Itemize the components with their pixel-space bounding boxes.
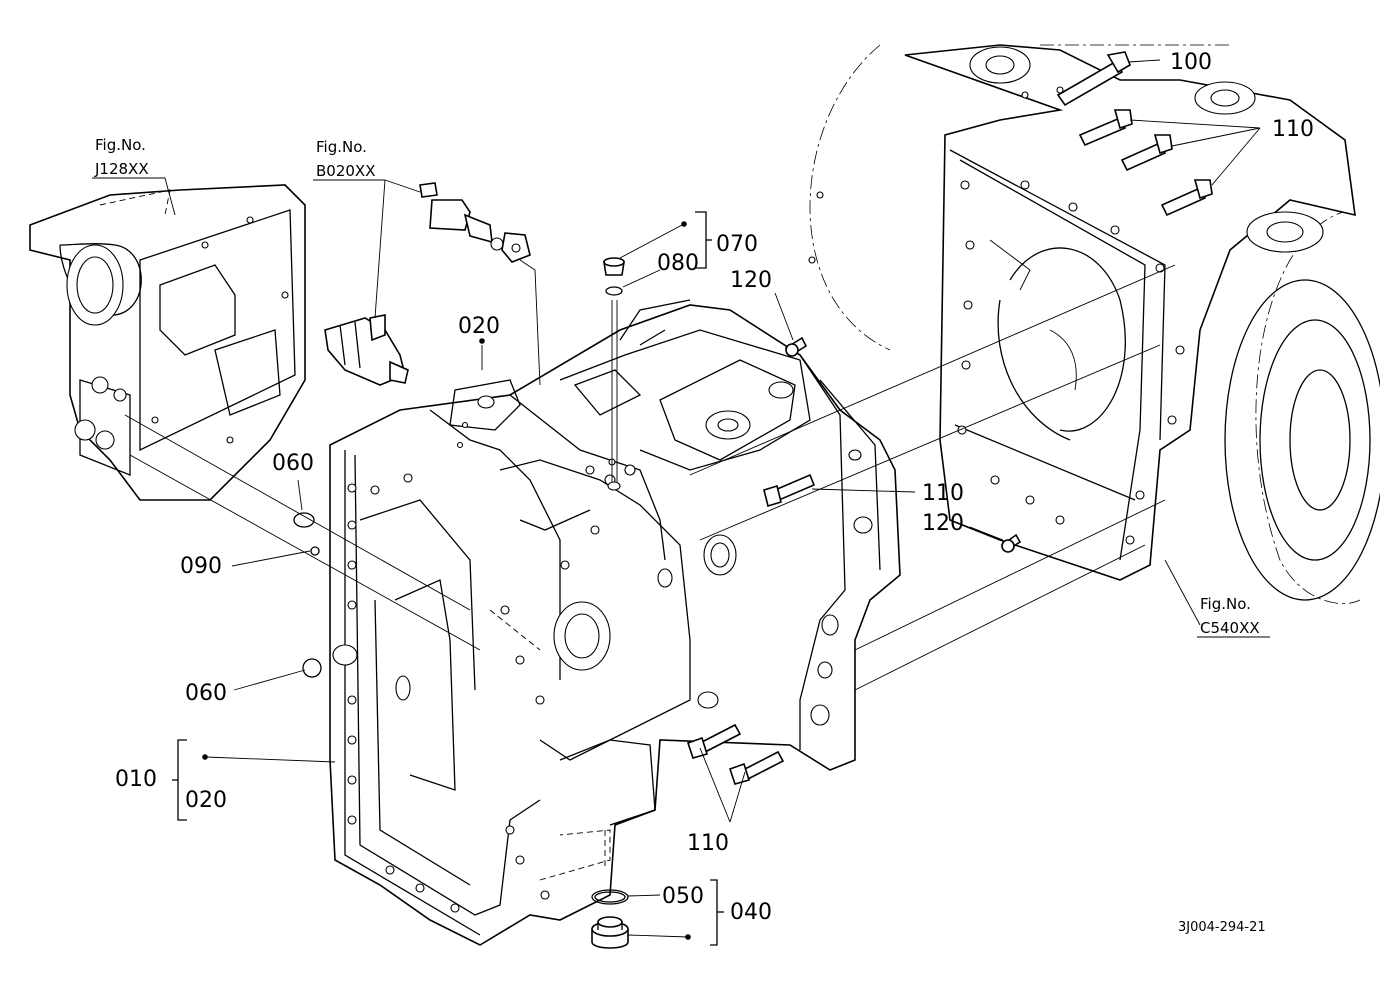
brackets <box>172 211 724 946</box>
callout-060-lower: 060 <box>185 681 227 706</box>
valve-part-b020 <box>419 182 531 263</box>
hydraulic-block <box>29 184 306 501</box>
o-ring-060-lower <box>302 658 322 678</box>
figure-ref-j128-code: J128XX <box>94 160 149 178</box>
pin-120-lower <box>1000 533 1022 553</box>
bolt-110-top-1 <box>1078 109 1133 147</box>
o-ring-050 <box>591 889 629 905</box>
callout-070: 070 <box>716 232 758 257</box>
bolt-110-top-2 <box>1120 134 1173 172</box>
callout-090: 090 <box>180 554 222 579</box>
callout-110-lower: 110 <box>687 831 729 856</box>
solenoid-valve <box>324 314 409 386</box>
callout-120-upper: 120 <box>730 268 772 293</box>
callout-020-top: 020 <box>458 314 500 339</box>
plug-080-assembly <box>603 257 625 491</box>
callout-020-bracket: 020 <box>185 788 227 813</box>
o-ring-090 <box>310 546 320 556</box>
callout-120-lower: 120 <box>922 511 964 536</box>
figure-ref-j128-title: Fig.No. <box>95 136 146 154</box>
figure-ref-c540-code: C540XX <box>1200 619 1260 637</box>
callout-010: 010 <box>115 767 157 792</box>
callout-050: 050 <box>662 884 704 909</box>
callout-040: 040 <box>730 900 772 925</box>
bolt-110-mid <box>763 473 816 508</box>
bolt-110-top-3 <box>1160 179 1213 217</box>
o-ring-060-upper <box>293 512 315 528</box>
bolt-100 <box>1056 51 1131 107</box>
drain-plug-assembly <box>591 889 629 949</box>
drawing-code: 3J004-294-21 <box>1178 920 1266 935</box>
callout-080: 080 <box>657 251 699 276</box>
figure-ref-c540: Fig.No. C540XX <box>1197 595 1270 638</box>
transmission-case <box>124 264 1176 946</box>
leader-lines <box>164 59 1261 940</box>
pin-120-upper <box>784 336 808 358</box>
figure-ref-c540-title: Fig.No. <box>1200 595 1251 613</box>
figure-ref-j128: Fig.No. J128XX <box>92 136 165 179</box>
callout-100: 100 <box>1170 50 1212 75</box>
bolt-110-lower-2 <box>728 750 785 785</box>
bolt-110-lower-1 <box>686 723 742 759</box>
callout-110-mid: 110 <box>922 481 964 506</box>
bolts-top <box>1056 51 1213 217</box>
figure-ref-b020: Fig.No. B020XX <box>313 138 385 181</box>
callout-060-upper: 060 <box>272 451 314 476</box>
callout-110-top: 110 <box>1272 117 1314 142</box>
figure-ref-b020-code: B020XX <box>316 162 375 180</box>
callout-labels: 100 110 070 080 120 020 060 110 120 090 … <box>115 50 1314 925</box>
figure-ref-b020-title: Fig.No. <box>316 138 367 156</box>
o-ring-080 <box>605 286 623 296</box>
rear-axle-housing <box>808 44 1380 604</box>
